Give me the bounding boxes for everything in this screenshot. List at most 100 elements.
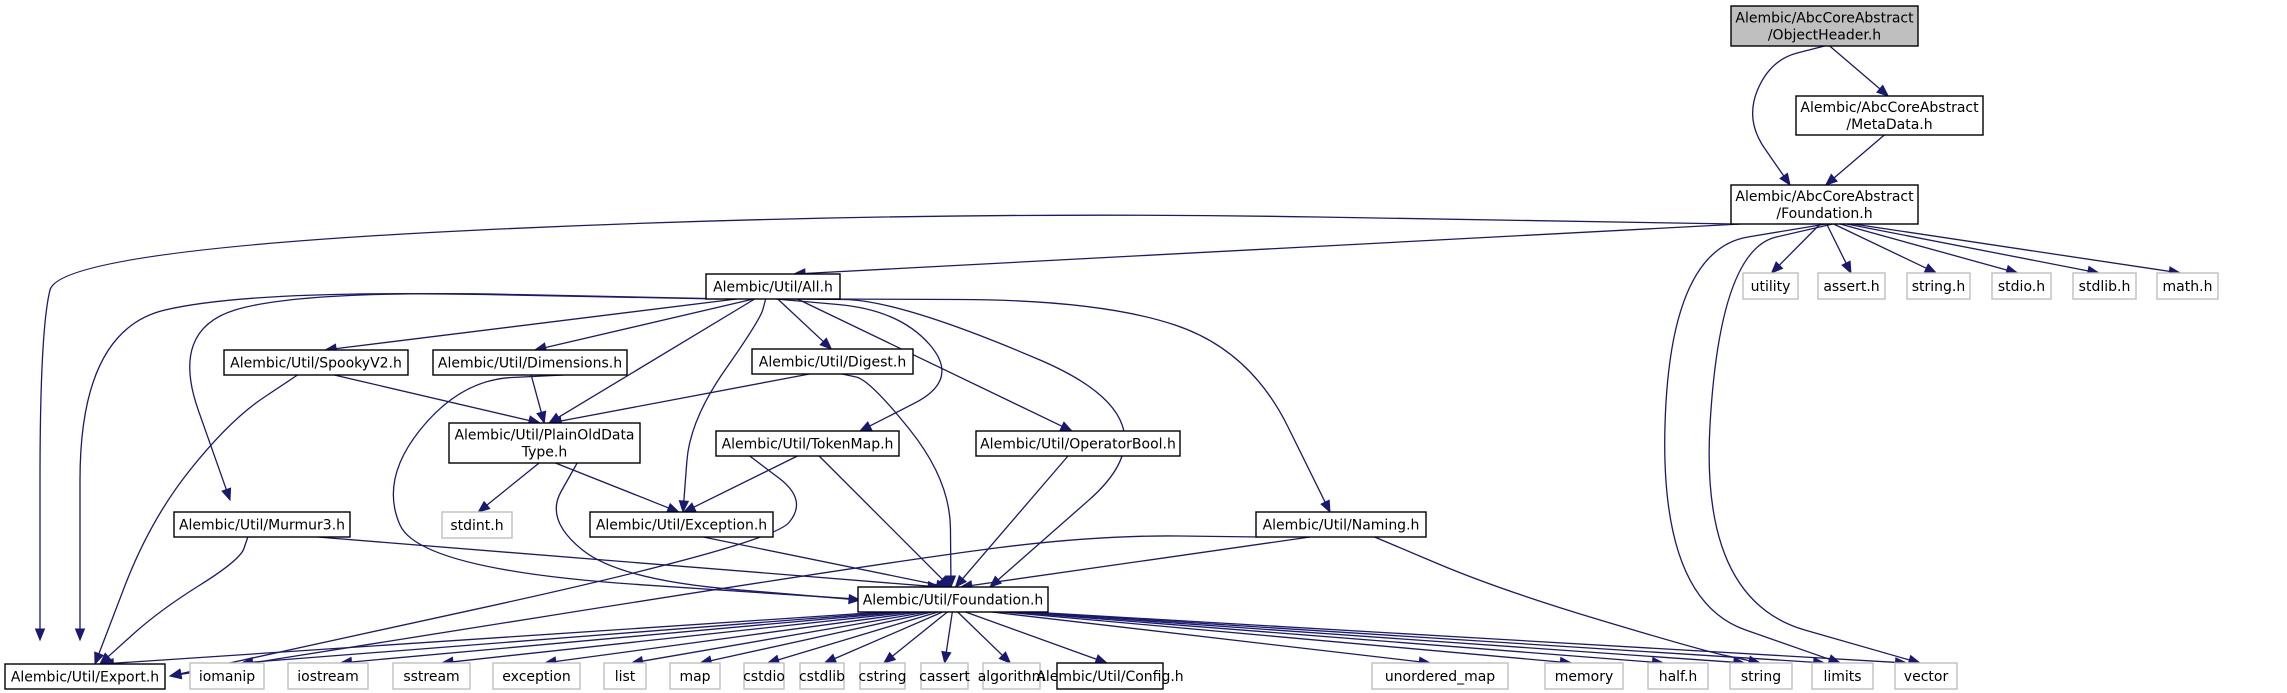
node-abcfoundation[interactable]: Alembic/AbcCoreAbstract/Foundation.h bbox=[1730, 184, 1919, 225]
node-all[interactable]: Alembic/Util/All.h bbox=[705, 273, 841, 300]
edge-line bbox=[1829, 45, 1882, 90]
edge-line bbox=[1832, 134, 1885, 179]
node-label: half.h bbox=[1659, 669, 1698, 685]
node-export[interactable]: Alembic/Util/Export.h bbox=[4, 663, 166, 690]
edge-line bbox=[945, 611, 953, 654]
node-exception-h[interactable]: Alembic/Util/Exception.h bbox=[589, 511, 774, 538]
node-label: Alembic/Util/Dimensions.h bbox=[438, 356, 622, 372]
node-config[interactable]: Alembic/Util/Config.h bbox=[1036, 662, 1184, 690]
node-label: unordered_map bbox=[1385, 669, 1495, 685]
arrowhead-icon bbox=[941, 650, 952, 665]
edge-line bbox=[530, 374, 543, 414]
node-box bbox=[1255, 511, 1427, 538]
edge-line bbox=[1833, 223, 1928, 270]
arrowhead-icon bbox=[34, 628, 46, 642]
arrowhead-icon bbox=[1320, 499, 1331, 514]
arrowhead-icon bbox=[1770, 261, 1784, 274]
edge-abcfoundation-to-mathh bbox=[1853, 223, 2182, 277]
node-cassert: cassert bbox=[919, 662, 970, 690]
node-box bbox=[857, 586, 1049, 613]
arrowhead-icon bbox=[1876, 84, 1890, 97]
edge-all-to-spooky bbox=[323, 298, 737, 354]
node-label: utility bbox=[1751, 279, 1791, 295]
arrowhead-icon bbox=[74, 628, 86, 642]
node-box bbox=[705, 273, 841, 300]
edge-tokenmap-to-utilfoundation bbox=[818, 455, 952, 588]
node-label: stdint.h bbox=[450, 518, 503, 534]
node-box bbox=[751, 348, 914, 375]
edge-line bbox=[559, 373, 810, 422]
edge-line bbox=[692, 455, 798, 509]
edge-line bbox=[965, 611, 1098, 661]
edge-utilfoundation-to-string bbox=[1017, 611, 1747, 668]
edge-line bbox=[1826, 223, 1848, 265]
node-dimensions[interactable]: Alembic/Util/Dimensions.h bbox=[432, 349, 628, 376]
node-box bbox=[392, 662, 471, 690]
node-utilfoundation[interactable]: Alembic/Util/Foundation.h bbox=[857, 586, 1049, 613]
edge-line bbox=[803, 223, 1741, 275]
edge-abcfoundation-to-utility bbox=[1770, 223, 1821, 274]
node-box bbox=[4, 663, 166, 690]
node-spooky[interactable]: Alembic/Util/SpookyV2.h bbox=[223, 349, 409, 376]
edge-utilfoundation-to-cstring bbox=[882, 611, 948, 664]
node-label: stdio.h bbox=[1998, 279, 2045, 295]
node-box bbox=[2072, 272, 2137, 300]
node-label: sstream bbox=[403, 669, 459, 685]
arrowhead-icon bbox=[1059, 421, 1074, 432]
node-iostream: iostream bbox=[287, 662, 369, 690]
edge-line bbox=[251, 611, 895, 663]
node-label: stdlib.h bbox=[2079, 279, 2131, 295]
arrowhead-icon bbox=[858, 421, 873, 432]
node-exception: exception bbox=[492, 662, 581, 690]
edge-line bbox=[179, 535, 1261, 676]
node-label: cstdlib bbox=[799, 669, 845, 685]
node-label: Alembic/Util/Foundation.h bbox=[863, 593, 1044, 609]
node-label: cstdio bbox=[743, 669, 785, 685]
node-murmur[interactable]: Alembic/Util/Murmur3.h bbox=[173, 511, 351, 538]
arrowhead-icon bbox=[954, 574, 967, 589]
node-box bbox=[982, 662, 1041, 690]
arrowhead-icon bbox=[1841, 260, 1852, 275]
edge-line bbox=[1840, 223, 2009, 271]
edge-line bbox=[39, 214, 1736, 630]
edge-digest-to-utilfoundation bbox=[842, 373, 957, 589]
node-label: algorithm bbox=[978, 669, 1046, 685]
node-cstring: cstring bbox=[859, 662, 907, 690]
node-label: Alembic/Util/OperatorBool.h bbox=[980, 437, 1176, 453]
edge-line bbox=[97, 374, 298, 655]
node-label: Alembic/Util/All.h bbox=[713, 280, 833, 296]
edge-line bbox=[842, 373, 952, 578]
node-label: limits bbox=[1823, 669, 1861, 685]
node-naming[interactable]: Alembic/Util/Naming.h bbox=[1255, 511, 1427, 538]
edge-all-to-exception-h bbox=[678, 298, 767, 514]
node-cstdio: cstdio bbox=[743, 662, 785, 690]
edge-line bbox=[833, 611, 943, 660]
arrowhead-icon bbox=[1923, 263, 1938, 274]
arrowhead-icon bbox=[666, 502, 680, 513]
node-digest[interactable]: Alembic/Util/Digest.h bbox=[751, 348, 914, 375]
node-box bbox=[603, 662, 647, 690]
node-label: memory bbox=[1555, 669, 1614, 685]
node-objectheader[interactable]: Alembic/AbcCoreAbstract/ObjectHeader.h bbox=[1730, 5, 1919, 47]
arrowhead-icon bbox=[1824, 173, 1838, 186]
edge-line bbox=[189, 293, 733, 491]
node-box bbox=[589, 511, 774, 538]
arrowhead-icon bbox=[221, 487, 232, 502]
node-label: cstring bbox=[859, 669, 907, 685]
edge-utilfoundation-to-list bbox=[630, 611, 927, 667]
edge-dimensions-to-pod bbox=[530, 374, 547, 425]
node-tokenmap[interactable]: Alembic/Util/TokenMap.h bbox=[715, 430, 900, 457]
edge-operatorbool-to-utilfoundation bbox=[954, 455, 1069, 589]
node-box bbox=[1730, 5, 1919, 47]
node-box bbox=[669, 662, 721, 690]
node-utility: utility bbox=[1742, 272, 1799, 300]
node-box bbox=[287, 662, 369, 690]
node-metadata[interactable]: Alembic/AbcCoreAbstract/MetaData.h bbox=[1795, 95, 1984, 136]
node-stdlibh: stdlib.h bbox=[2072, 272, 2137, 300]
node-operatorbool[interactable]: Alembic/Util/OperatorBool.h bbox=[975, 430, 1181, 457]
node-label: vector bbox=[1904, 669, 1949, 685]
edge-line bbox=[961, 455, 1069, 580]
arrowhead-icon bbox=[1779, 172, 1791, 187]
